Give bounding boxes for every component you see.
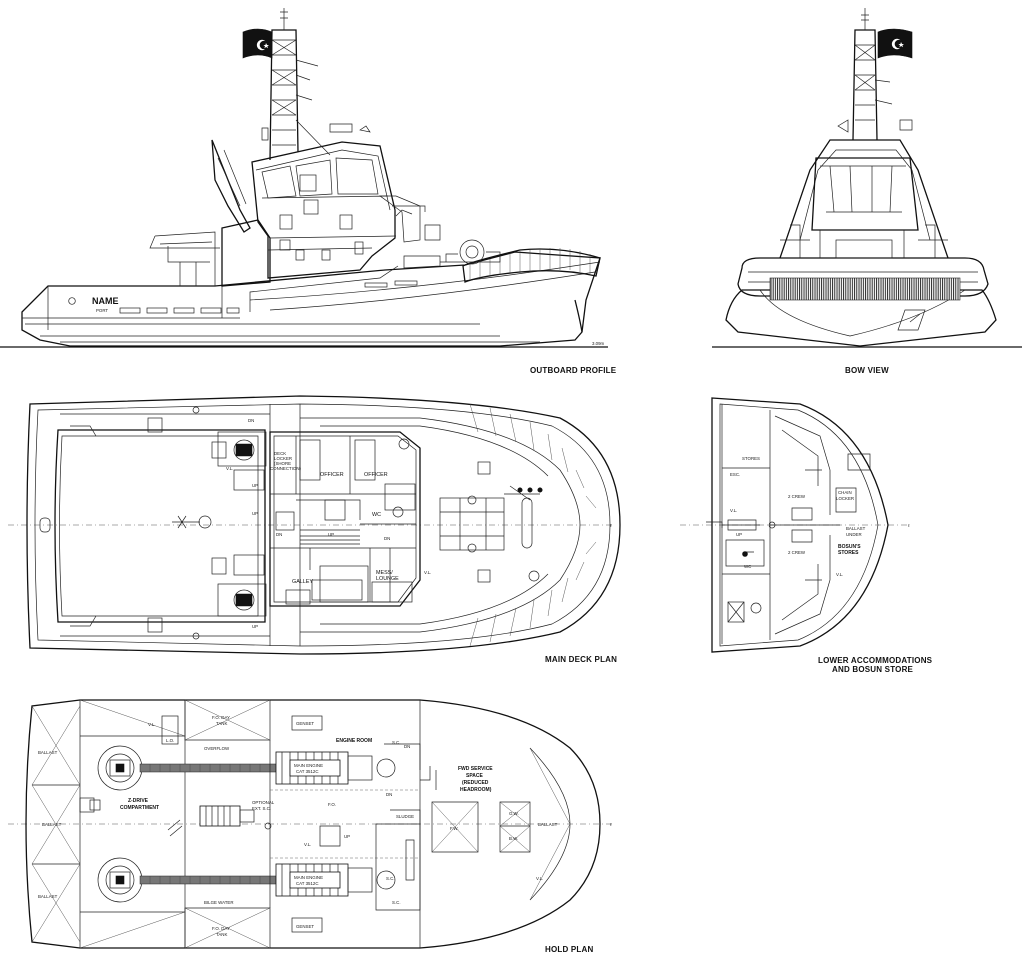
main-deck-plan-title: MAIN DECK PLAN [545,655,617,664]
lower-esc-label: ESC. [730,472,740,477]
lower-crew-label-2: 2 CREW [788,550,806,555]
deck-locker-label-3: (SHORE [274,461,291,466]
svg-text:ℓ: ℓ [610,523,612,528]
main-deck-vl-label-2: V.L. [424,570,431,575]
mess-label-2: LOUNGE [376,576,399,582]
lower-crew-label-1: 2 CREW [788,494,806,499]
lower-vl-label-1: V.L. [730,508,737,513]
optional-ext-sc-label-2: EXT. S.C. [252,806,271,811]
z-drive-label-1: Z-DRIVE [128,798,149,804]
genset-label-2: GENSET [296,924,314,929]
vessel-name-label: NAME [92,296,119,306]
lower-wc-label: WC [744,564,751,569]
lower-chain-locker-label-1: CHAIN [838,490,852,495]
main-engine-label-1a: MAIN ENGINE [294,763,323,768]
main-deck-up-label-3: UP [328,532,334,537]
mess-label-1: MESS/ [376,570,393,576]
lower-bosun-stores-label-1: BOSUN'S [838,544,861,550]
bilge-water-label: BILGE WATER [204,900,234,905]
wc-label: WC [372,512,381,518]
z-drive-label-2: COMPARTMENT [120,805,159,811]
optional-ext-sc-label-1: OPTIONAL [252,800,275,805]
fo-day-tank-label-2a: F.O. DAY [212,926,230,931]
fo-day-tank-label-2b: TANK [216,932,227,937]
hold-sc-label-2: S.C. [386,876,395,881]
vessel-port-label: PORT [96,308,108,313]
lower-accommodations-view: ℓ STORES ESC. 2 CREW 2 CREW CHAIN LOCKER… [680,397,910,653]
lower-ballast-under-label-1: BALLAST [846,526,866,531]
hold-dn-label-2: DN [386,792,392,797]
fw-tank-label: F.W. [450,826,459,831]
main-deck-vl-label-1: V.L. [226,466,233,471]
hold-sc-label-1: S.C. [392,740,401,745]
main-engine-label-2a: MAIN ENGINE [294,875,323,880]
hold-fo-label: F.O. [328,802,336,807]
hold-vl-label-2: V.L. [304,842,311,847]
svg-text:ℓ: ℓ [610,822,612,827]
genset-label-1: GENSET [296,721,314,726]
outboard-profile-view: NAME PORT 3.09m [0,8,608,348]
fwd-service-label-3: (REDUCED [462,780,489,786]
hold-vl-label-3: V.L. [536,876,543,881]
lower-accommodations-title-1: LOWER ACCOMMODATIONS [818,656,933,665]
lower-accommodations-title-2: AND BOSUN STORE [832,665,914,674]
engine-room-label: ENGINE ROOM [336,738,372,744]
hold-plan-view: ℓ BALLAST BALLAST BALLAST Z-DRIVE COMPAR… [8,699,612,949]
main-engine-label-2b: CAT 3512C [296,881,319,886]
hold-up-label: UP [344,834,350,839]
deck-locker-label-2: LOCKER [274,456,292,461]
main-deck-up-label-1: UP [252,483,258,488]
svg-text:ℓ: ℓ [908,523,910,528]
gw-tank-label: G.W. [509,811,519,816]
lower-vl-label-2: V.L. [836,572,843,577]
fwd-service-label-2: SPACE [466,773,484,779]
hold-plan-title: HOLD PLAN [545,945,593,954]
lower-chain-locker-label-2: LOCKER [836,496,854,501]
hold-lo-label: L.O. [166,738,174,743]
deck-locker-label-4: CONNECTION) [270,466,302,471]
hold-ballast-label-1: BALLAST [38,750,58,755]
outboard-profile-title: OUTBOARD PROFILE [530,366,617,375]
main-deck-dn-label-3: DN [248,418,254,423]
draft-mark-label: 3.09m [592,341,605,346]
hold-vl-label-1: V.L. [148,722,155,727]
deck-locker-label-1: DECK [274,451,286,456]
hold-ballast-label-4: BALLAST [538,822,558,827]
main-engine-label-1b: CAT 3512C [296,769,319,774]
lower-ballast-under-label-2: UNDER [846,532,862,537]
main-deck-up-label-2: UP [252,511,258,516]
main-deck-dn-label-1: DN [276,532,282,537]
hold-ballast-label-2: BALLAST [42,822,62,827]
main-deck-dn-label-2: DN [384,536,390,541]
lower-bosun-stores-label-2: STORES [838,550,859,556]
galley-label: GALLEY [292,579,313,585]
main-deck-plan-view: ℓ DECK LOCKER (SHORE CONNECTION) OFFICER… [8,395,621,655]
main-deck-up-label-4: UP [252,624,258,629]
lower-stores-label: STORES [742,456,760,461]
bow-view-title: BOW VIEW [845,366,889,375]
hold-dn-label-1: DN [404,744,410,749]
officer-cabin-label-2: OFFICER [364,472,388,478]
hold-sludge-label: SLUDGE [396,814,414,819]
fwd-service-label-4: HEADROOM) [460,787,492,793]
fo-day-tank-label-1a: F.O. DAY [212,715,230,720]
bow-view [712,8,1022,348]
overflow-label: OVERFLOW [204,746,230,751]
hold-sc-label-3: S.C. [392,900,401,905]
fo-day-tank-label-1b: TANK [216,721,227,726]
bw-tank-label: B.W. [509,836,518,841]
officer-cabin-label-1: OFFICER [320,472,344,478]
fwd-service-label-1: FWD SERVICE [458,766,493,772]
hold-ballast-label-3: BALLAST [38,894,58,899]
lower-up-label: UP [736,532,742,537]
